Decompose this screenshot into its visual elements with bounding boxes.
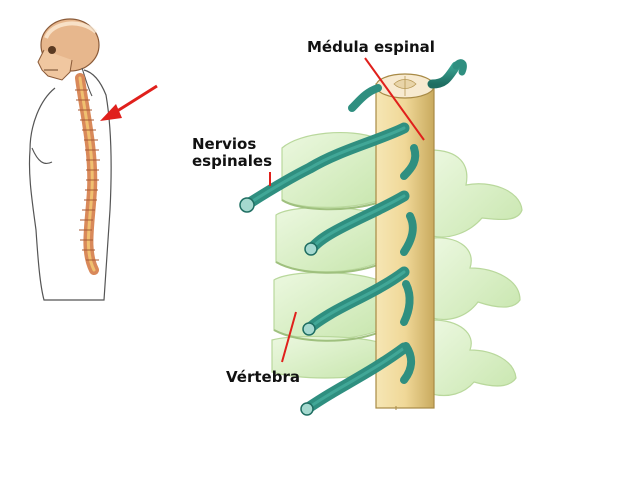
label-nervios-line1: Nervios xyxy=(192,135,257,153)
spinal-nerves xyxy=(239,59,467,416)
label-nervios-line2: espinales xyxy=(192,152,273,170)
jaw xyxy=(37,49,73,81)
label-nervios-espinales: Nervios espinales xyxy=(192,136,272,170)
pointer-arrow-icon xyxy=(100,84,158,121)
body-figure xyxy=(28,18,112,301)
medula-leader-line xyxy=(364,57,425,141)
vertebra-leader-line xyxy=(281,311,297,363)
label-vertebra: Vértebra xyxy=(226,368,300,386)
torso-outline xyxy=(28,69,112,301)
chest-line xyxy=(31,147,53,165)
label-leader-lines xyxy=(269,57,425,363)
label-medula-espinal: Médula espinal xyxy=(307,38,435,56)
